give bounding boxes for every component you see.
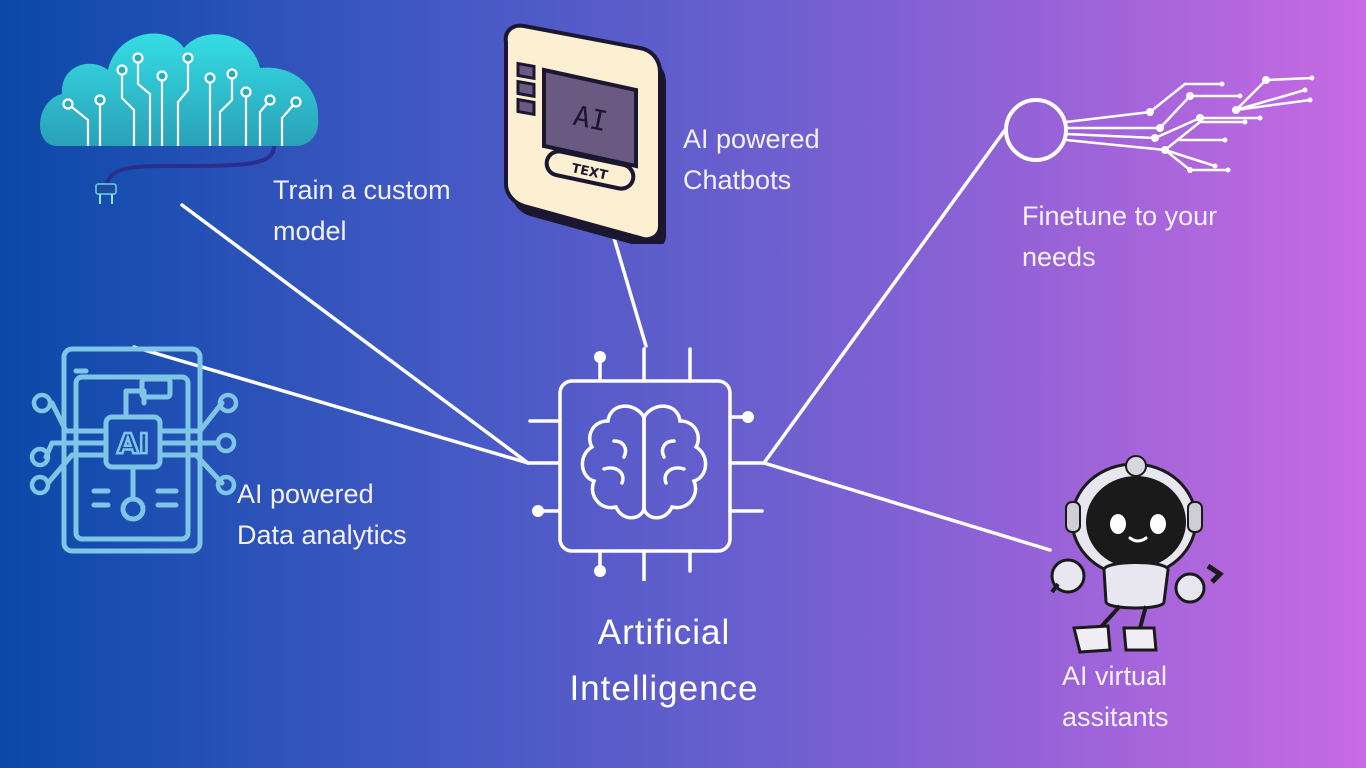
chip-ai-text: AI <box>117 427 149 460</box>
connector-chatbots <box>612 236 648 348</box>
neuron-circuit-icon <box>1004 75 1315 173</box>
connector-train <box>180 203 530 465</box>
ai-circuit-board-icon: AI <box>29 346 239 554</box>
tablet-button-text: TEXT <box>570 161 609 183</box>
hub-title: Artificial Intelligence <box>569 613 759 708</box>
connector-assistants <box>762 461 1052 552</box>
connector-finetune <box>762 128 1007 465</box>
ai-text-tablet-icon: AI TEXT <box>503 23 666 244</box>
label-ai-data-analytics: AI powered Data analytics <box>237 479 407 550</box>
robot-astronaut-icon <box>1050 455 1224 654</box>
label-ai-virtual-assistants: AI virtual assitants <box>1062 661 1169 732</box>
cloud-circuit-icon <box>40 33 319 204</box>
label-train-custom-model: Train a custom model <box>273 175 451 246</box>
brain-chip-icon <box>526 347 766 581</box>
tablet-screen-text: AI <box>570 99 610 138</box>
label-finetune: Finetune to your needs <box>1022 201 1218 272</box>
label-ai-chatbots: AI powered Chatbots <box>683 124 820 195</box>
